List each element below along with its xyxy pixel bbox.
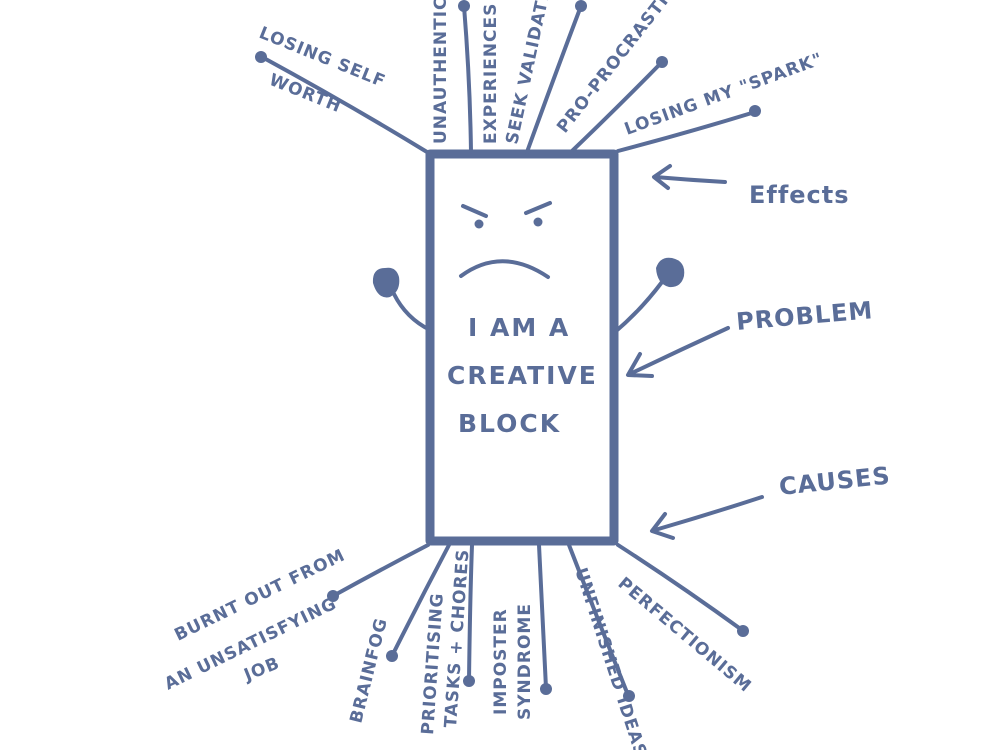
cause-prioritising: PRIORITISING TASKS + CHORES (418, 543, 475, 735)
effect-losing-self-worth: LOSING SELF WORTH (255, 23, 429, 154)
right-fist-icon (656, 257, 685, 288)
problem-pointer: PROBLEM (626, 296, 874, 378)
effect-unauthentic-experiences: UNAUTHENTIC EXPERIENCES (431, 0, 501, 154)
cause-imposter-syndrome: IMPOSTER SYNDROME (491, 543, 552, 720)
effects-pointer: Effects (652, 164, 850, 209)
creative-block-box (425, 149, 619, 546)
causes-pointer: CAUSES (650, 461, 892, 540)
cause-unfinished-ideas: UNFINISHED IDEAS (567, 543, 650, 750)
effect-label-line-2: EXPERIENCES (481, 3, 501, 144)
effect-label-line-1: UNAUTHENTIC (431, 0, 451, 144)
left-fist-icon (372, 267, 400, 298)
effect-label-line-2: WORTH (266, 70, 344, 117)
problem-label: PROBLEM (735, 296, 874, 336)
block-text-line-1: I AM A (468, 313, 570, 342)
effect-losing-my-spark: LOSING MY "SPARK" (616, 49, 826, 153)
cause-perfectionism: PERFECTIONISM (614, 543, 756, 697)
cause-label-line-1: IMPOSTER (491, 608, 511, 715)
cause-label-line-1: BRAINFOG (346, 616, 391, 725)
block-text-line-3: BLOCK (458, 409, 561, 438)
effect-label-line-1: SEEK VALIDATION (502, 0, 560, 146)
effects-label: Effects (749, 181, 850, 209)
cause-label-line-2: SYNDROME (515, 603, 535, 720)
block-text-line-2: CREATIVE (447, 361, 598, 390)
cause-label-line-1: PERFECTIONISM (614, 574, 756, 697)
causes-label: CAUSES (778, 461, 892, 501)
effect-label-line-1: LOSING MY "SPARK" (622, 49, 826, 140)
left-arm (372, 267, 432, 332)
cause-label-line-3: JOB (240, 653, 282, 686)
right-arm (613, 257, 685, 334)
angry-face-icon (459, 201, 552, 279)
